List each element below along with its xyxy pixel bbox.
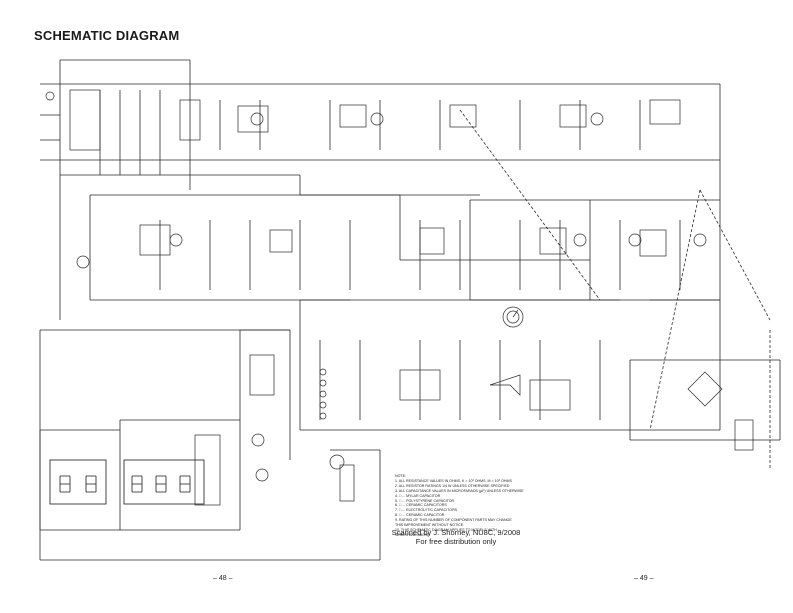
note-line: THIS IMPROVEMENT WITHOUT NOTICE. bbox=[395, 523, 465, 528]
note-line: 1. ALL RESISTANCE VALUES IN OHMS, K = 10… bbox=[395, 478, 512, 483]
note-line: 2. ALL RESISTOR RATINGS 1/4 W UNLESS OTH… bbox=[395, 483, 510, 488]
note-line: 6. □ ... CERAMIC CAPACITORS bbox=[395, 503, 447, 508]
note-line: 8. □ ... CERAMIC CAPACITOR bbox=[395, 513, 445, 518]
components bbox=[69, 89, 754, 506]
page-number-right: – 49 – bbox=[634, 575, 654, 582]
page-title: SCHEMATIC DIAGRAM bbox=[34, 28, 180, 43]
note-line: 4. □ ... MYLAR CAPACITOR bbox=[395, 493, 441, 498]
note-line: 9. RATING OF THIS NUMBER OF COMPONENT PA… bbox=[395, 518, 512, 523]
schematic-notes: NOTE: 1. ALL RESISTANCE VALUES IN OHMS, … bbox=[395, 474, 545, 538]
credit-line-1: Scanned by J. Shorney, NU8C, 9/2008 bbox=[391, 528, 521, 537]
antenna-input bbox=[40, 91, 60, 141]
page-number-left: – 48 – bbox=[213, 575, 233, 582]
credit-line-2: For free distribution only bbox=[415, 537, 497, 546]
note-line: NOTE: bbox=[395, 474, 406, 478]
scan-credit: Scanned by J. Shorney, NU8C, 9/2008 For … bbox=[356, 528, 556, 546]
frequency-display bbox=[49, 459, 205, 505]
note-line: 5. □ ... POLYSTYRENE CAPACITOR bbox=[395, 498, 455, 503]
note-line: 7. □ ... ELECTROLYTIC CAPACITORS bbox=[395, 508, 458, 513]
note-line: 3. ALL CAPACITANCE VALUES IN MICROFARADS… bbox=[395, 488, 524, 493]
note-line: SERIES AND ABOVE bbox=[395, 532, 430, 537]
note-line: 10. THIS SCHEMATIC DIAGRAM APPLIES TO MO… bbox=[395, 527, 497, 532]
circuit-wires bbox=[39, 59, 781, 561]
signal-meter bbox=[502, 306, 524, 328]
